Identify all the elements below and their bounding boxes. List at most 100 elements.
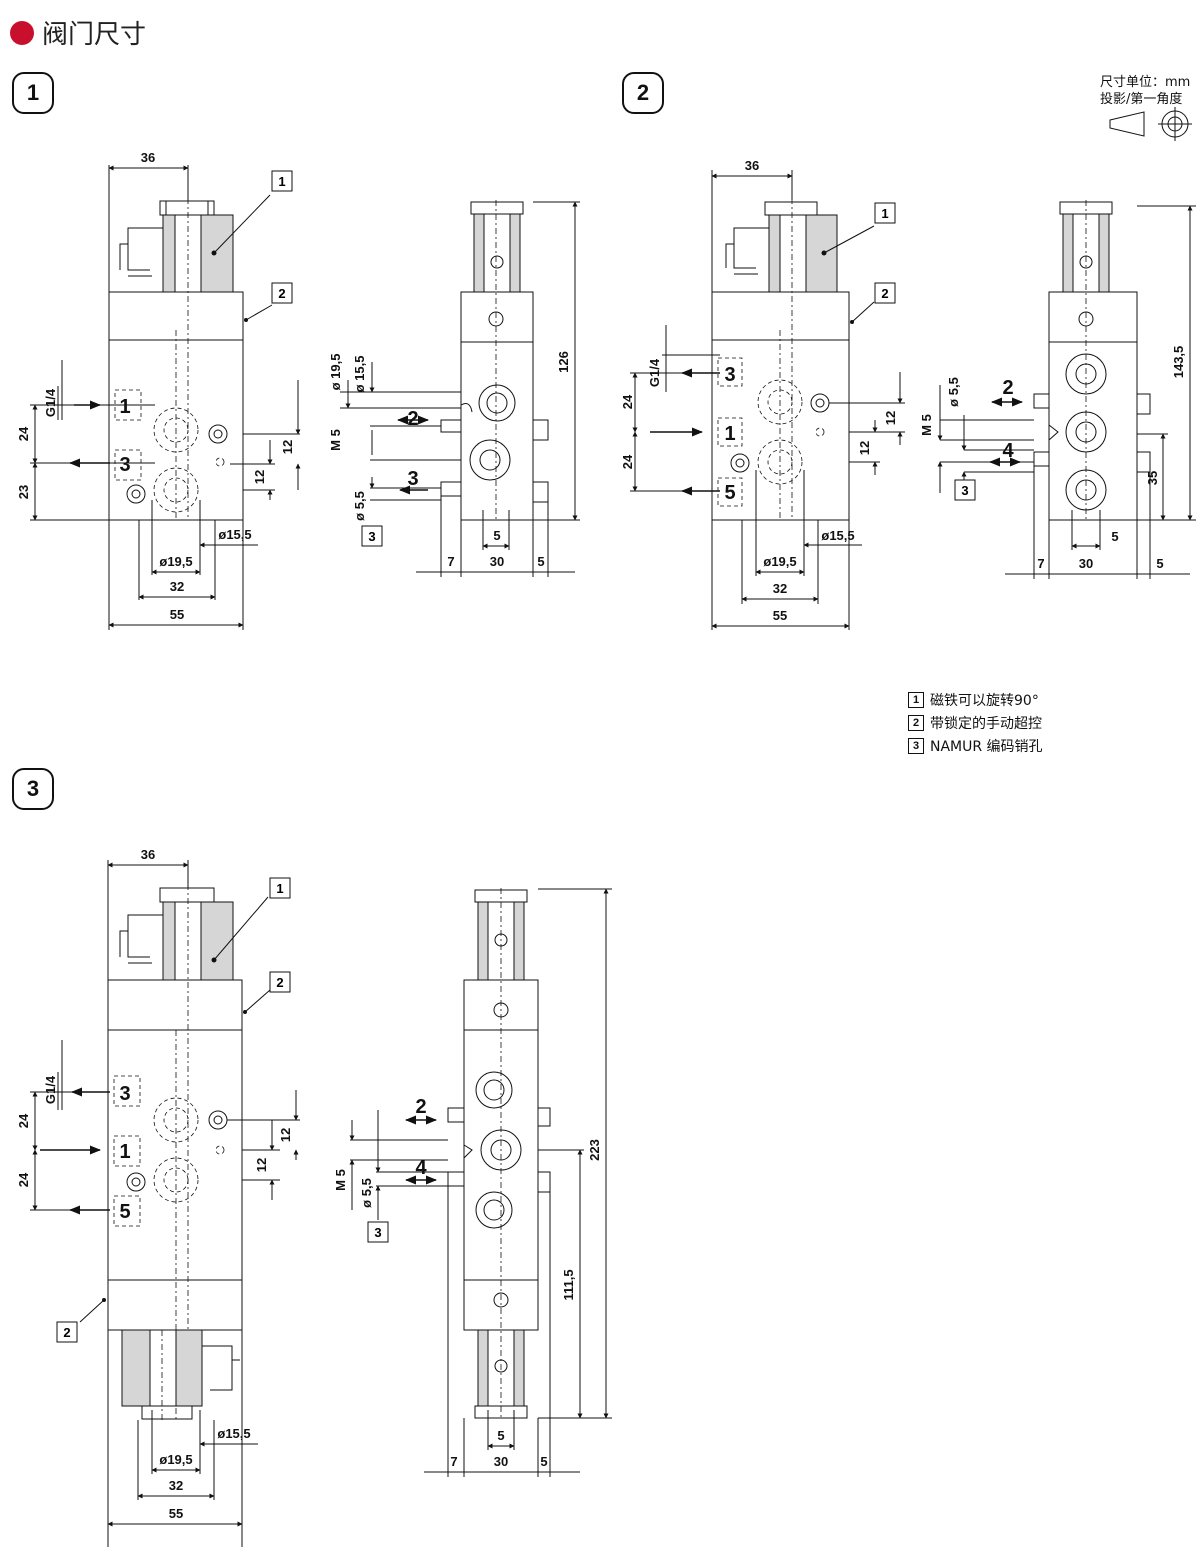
dim-width-5: 5	[497, 1428, 504, 1443]
dim-height-12: 12	[252, 470, 267, 484]
dim-thread-g14: G1/4	[43, 388, 58, 417]
callout-2: 2	[881, 286, 888, 301]
port-4: 4	[415, 1157, 427, 1179]
dim-width-5: 5	[493, 528, 500, 543]
view2-side: 143,5 35 7 30 5 5 M 5 ø 5,5 2 4 3	[919, 200, 1196, 579]
view1-front: 36 55 32 ø19,5 ø15,5 24 23 G1/4 12 12 1 …	[16, 150, 301, 630]
view3-front: 36 55 32 ø19,5 ø15,5 24 24 G1/4 12 12 3 …	[16, 847, 300, 1547]
dim-height-12: 12	[280, 440, 295, 454]
dim-thread-g14: G1/4	[43, 1075, 58, 1104]
callout-2: 2	[276, 975, 283, 990]
dim-dia-5-5: ø 5,5	[352, 491, 367, 521]
callout-3: 3	[368, 529, 375, 544]
dim-dia-19-5-side: ø 19,5	[328, 354, 343, 391]
dim-width-36: 36	[745, 158, 759, 173]
dim-dia-19-5: ø19,5	[159, 554, 192, 569]
dim-height-24: 24	[620, 454, 635, 469]
port-3: 3	[119, 454, 130, 476]
dim-dia-15-5-side: ø 15,5	[352, 356, 367, 393]
callout-1: 1	[278, 174, 285, 189]
dim-height-23: 23	[16, 485, 31, 499]
unit-note-line1: 尺寸单位：mm	[1100, 75, 1191, 90]
dim-dia-19-5: ø19,5	[763, 554, 796, 569]
dim-height-24: 24	[16, 1113, 31, 1128]
view-badge-1: 1	[12, 72, 54, 114]
dim-dia-5-5: ø 5,5	[359, 1178, 374, 1208]
dim-height-24: 24	[16, 426, 31, 441]
legend-item: 2 带锁定的手动超控	[908, 711, 1043, 734]
concentric-circles-icon	[1158, 107, 1192, 141]
dim-width-30: 30	[490, 554, 504, 569]
dim-dia-19-5: ø19,5	[159, 1452, 192, 1467]
view3-side: 223 111,5 7 30 5 5 M 5 ø 5,5 2 4 3	[333, 888, 612, 1477]
dim-height-12: 12	[278, 1128, 293, 1142]
dim-height-111-5: 111,5	[561, 1269, 576, 1300]
dim-height-143-5: 143,5	[1171, 346, 1186, 379]
port-5: 5	[119, 1201, 130, 1223]
dim-thread-m5: M 5	[333, 1169, 348, 1191]
legend-text: NAMUR 编码销孔	[930, 738, 1043, 755]
dim-height-24: 24	[16, 1172, 31, 1187]
callout-1: 1	[881, 206, 888, 221]
bullet-dot-icon	[10, 20, 34, 45]
callout-1: 1	[276, 881, 283, 896]
view2-front: 36 55 32 ø19,5 ø15,5 24 24 G1/4 12 12 3 …	[620, 158, 905, 630]
view-badge-3: 3	[12, 768, 54, 810]
dim-height-126: 126	[556, 351, 571, 373]
dim-height-12: 12	[857, 441, 872, 455]
port-2: 2	[1002, 377, 1013, 399]
page-title: 阀门尺寸	[42, 20, 147, 50]
dim-width-7: 7	[450, 1454, 457, 1469]
cone-icon	[1109, 111, 1145, 137]
port-1: 1	[119, 1141, 130, 1163]
dim-width-32: 32	[170, 579, 184, 594]
dim-thread-m5: M 5	[919, 414, 934, 436]
legend-text: 磁铁可以旋转90°	[930, 692, 1039, 709]
port-2: 2	[415, 1096, 426, 1118]
port-1: 1	[119, 396, 130, 418]
dim-width-5: 5	[537, 554, 544, 569]
dim-width-5: 5	[1111, 529, 1118, 544]
dim-width-32: 32	[773, 581, 787, 596]
dim-thread-g14: G1/4	[647, 358, 662, 387]
dim-height-24: 24	[620, 394, 635, 409]
dim-height-223: 223	[587, 1139, 602, 1161]
view1-side: 126 7 30 5 5 ø 19,5 ø 15,5 M 5 ø 5,5 2 3…	[328, 200, 580, 577]
port-4: 4	[1002, 440, 1014, 462]
dim-dia-5-5: ø 5,5	[946, 377, 961, 407]
view-badge-2: 2	[622, 72, 664, 114]
port-2: 2	[407, 408, 418, 430]
section-header: 阀门尺寸	[10, 14, 146, 51]
unit-note-line2: 投影/第一角度	[1100, 92, 1183, 107]
dim-dia-15-5: ø15,5	[821, 528, 854, 543]
legend-item: 3 NAMUR 编码销孔	[908, 734, 1043, 757]
unit-note: 尺寸单位：mm 投影/第一角度	[1100, 74, 1190, 108]
callout-3: 3	[374, 1225, 381, 1240]
port-3: 3	[407, 468, 418, 490]
dim-height-12: 12	[883, 411, 898, 425]
legend-num: 1	[908, 691, 924, 708]
dim-width-5: 5	[1156, 556, 1163, 571]
legend-num: 2	[908, 714, 924, 731]
dim-height-12: 12	[254, 1158, 269, 1172]
callout-2: 2	[278, 286, 285, 301]
port-1: 1	[724, 423, 735, 445]
dim-width-30: 30	[494, 1454, 508, 1469]
legend-item: 1 磁铁可以旋转90°	[908, 688, 1043, 711]
legend: 1 磁铁可以旋转90° 2 带锁定的手动超控 3 NAMUR 编码销孔	[908, 688, 1043, 757]
legend-num: 3	[908, 737, 924, 754]
port-3: 3	[119, 1083, 130, 1105]
dim-width-36: 36	[141, 150, 155, 165]
dim-width-32: 32	[169, 1478, 183, 1493]
dim-width-7: 7	[1037, 556, 1044, 571]
dim-width-55: 55	[773, 608, 787, 623]
dim-height-35: 35	[1145, 471, 1160, 485]
dim-dia-15-5: ø15,5	[217, 1426, 250, 1441]
dim-thread-m5: M 5	[328, 429, 343, 451]
callout-3: 3	[961, 483, 968, 498]
dim-width-55: 55	[170, 607, 184, 622]
legend-text: 带锁定的手动超控	[930, 715, 1042, 732]
dim-width-7: 7	[447, 554, 454, 569]
dim-width-30: 30	[1079, 556, 1093, 571]
